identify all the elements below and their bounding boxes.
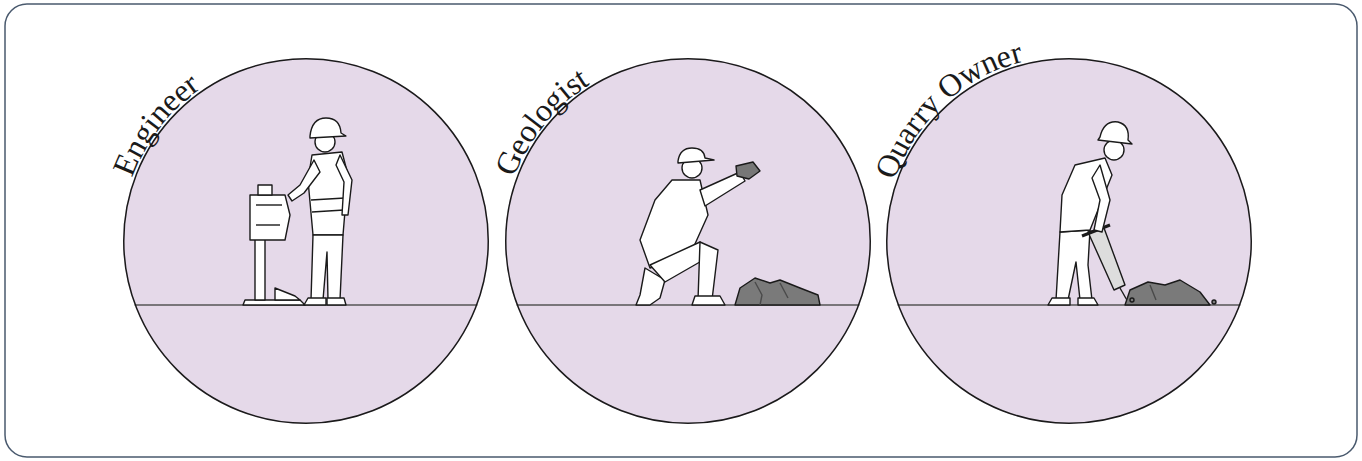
frame [5, 4, 1357, 457]
role-circle: Engineer [123, 58, 489, 424]
engineer-figure [243, 118, 352, 305]
role-circle: Geologist [505, 58, 871, 424]
geologist-figure [636, 148, 820, 305]
quarry-owner-figure [1048, 122, 1216, 305]
role-circle: Quarry Owner [886, 58, 1252, 424]
circle-fills [123, 58, 1252, 424]
